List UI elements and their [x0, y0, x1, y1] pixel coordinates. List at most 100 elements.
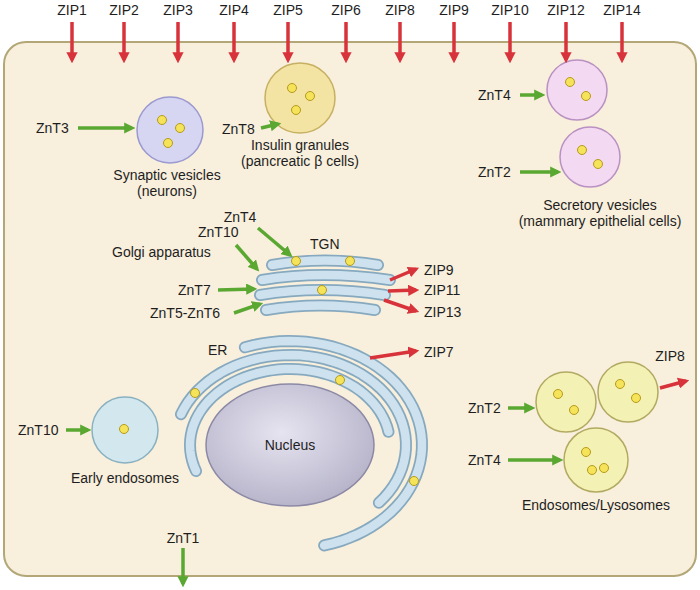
transporter-label: ZnT10 [18, 422, 58, 438]
zip-arrow [344, 22, 348, 60]
zip-arrow [176, 22, 180, 60]
vesicle-membrane [547, 60, 607, 120]
zinc-dot [288, 84, 297, 93]
zip-arrow [390, 269, 416, 280]
zip-import-arrows [72, 22, 686, 388]
organelle-label: Insulin granules (pancreatic β cells) [225, 137, 375, 169]
cisterna-outline [266, 306, 375, 311]
zip-arrow [452, 22, 456, 60]
zinc-dot [600, 464, 609, 473]
organelle-node: Early endosomes [65, 392, 190, 497]
transporter-label: ZIP9 [424, 262, 454, 278]
nucleus-shape [206, 384, 374, 506]
znt-arrow [258, 228, 290, 255]
transporter-label: ZIP11 [424, 282, 460, 298]
transporter-label: ZnT8 [222, 121, 255, 137]
transporter-label: ZnT3 [36, 120, 69, 136]
organelle-label: Nucleus [240, 437, 340, 453]
organelle-node: Synaptic vesicles (neurons) [100, 90, 240, 210]
znt-arrow [508, 458, 560, 462]
znt-arrow [66, 428, 88, 432]
cisterna-lumen [272, 261, 378, 266]
organelle-label: ER [208, 342, 227, 358]
zinc-dot [164, 139, 173, 148]
transporter-label: ZnT4 [478, 87, 511, 103]
vesicle-membrane [265, 63, 335, 133]
cisterna-lumen [262, 275, 390, 280]
zip-arrow [508, 22, 512, 60]
zinc-dot [176, 124, 185, 133]
vesicle-membrane [137, 97, 203, 163]
organelle-shape [505, 345, 695, 520]
zip-arrow [660, 381, 686, 388]
zinc-dot [346, 257, 355, 266]
cisterna-outline [262, 275, 390, 280]
zinc-dot [616, 380, 625, 389]
zinc-dot [582, 448, 591, 457]
transporter-label: ZnT5-ZnT6 [150, 305, 220, 321]
zip-arrow [564, 22, 568, 60]
zinc-dot [578, 146, 587, 155]
vesicle-membrane [536, 372, 596, 432]
znt-arrow [508, 406, 532, 410]
vesicle-membrane [598, 362, 658, 422]
organelle-node: Secretory vesicles (mammary epithelial c… [510, 56, 695, 246]
organelle-label: Endosomes/Lysosomes [511, 497, 681, 513]
zip-arrow [388, 290, 416, 291]
zinc-dot [318, 286, 327, 295]
znt-arrow [181, 548, 185, 584]
organelle-node: Nucleus [205, 383, 375, 507]
transporter-label: ZnT1 [167, 530, 200, 546]
transporter-label: ZnT4 [224, 209, 257, 225]
transporter-label: ZIP6 [331, 2, 361, 18]
zinc-dot [582, 92, 591, 101]
cell-membrane [4, 42, 696, 576]
transporter-label: ZIP8 [385, 2, 415, 18]
znt-arrow [520, 170, 558, 174]
transporter-label: ZIP9 [439, 2, 469, 18]
znt-arrows [66, 95, 560, 584]
organelle-label: Early endosomes [60, 470, 190, 486]
zinc-dot [306, 92, 315, 101]
zip-arrow [286, 22, 290, 60]
vesicle-membrane [92, 397, 158, 463]
zip-arrow [370, 351, 416, 358]
transporter-label: ZnT7 [178, 282, 211, 298]
znt-arrow [218, 289, 254, 290]
transporter-label: ZIP5 [273, 2, 303, 18]
transporter-label: ZIP10 [491, 2, 528, 18]
transporter-label: ZIP1 [57, 2, 87, 18]
znt-arrow [234, 304, 260, 313]
zip-arrow [232, 22, 236, 60]
transporter-label: ZIP8 [655, 348, 685, 364]
organelle-label: Golgi apparatus [112, 244, 211, 260]
zinc-dot [120, 425, 129, 434]
transporter-label: ZnT2 [478, 164, 511, 180]
transporter-label: ZIP14 [603, 2, 640, 18]
zinc-dot [292, 106, 301, 115]
znt-arrow [520, 93, 542, 97]
zinc-dot [410, 477, 419, 486]
transporter-label: ZIP3 [163, 2, 193, 18]
znt-arrow [261, 124, 278, 128]
zip-arrow [122, 22, 126, 60]
transporter-label: ZnT2 [468, 400, 501, 416]
zinc-dot [554, 390, 563, 399]
organelle-label: TGN [310, 236, 340, 252]
transporter-label: ZIP12 [547, 2, 584, 18]
transporter-label: ZIP13 [424, 304, 461, 320]
znt-arrow [236, 245, 257, 269]
znt-arrow [78, 126, 132, 130]
zinc-dot [594, 160, 603, 169]
zip-arrow [398, 22, 402, 60]
organelle-node: Insulin granules (pancreatic β cells) [230, 58, 375, 183]
organelle-node: Endosomes/Lysosomes [505, 345, 695, 520]
zinc-dot [292, 257, 301, 266]
zinc-dot [566, 78, 575, 87]
organelle-label: Secretory vesicles (mammary epithelial c… [511, 197, 689, 229]
transporter-label: ZnT10 [198, 224, 238, 240]
zip-arrow [384, 300, 416, 311]
transporter-label: ZnT4 [468, 452, 501, 468]
transporter-label: ZIP2 [109, 2, 139, 18]
